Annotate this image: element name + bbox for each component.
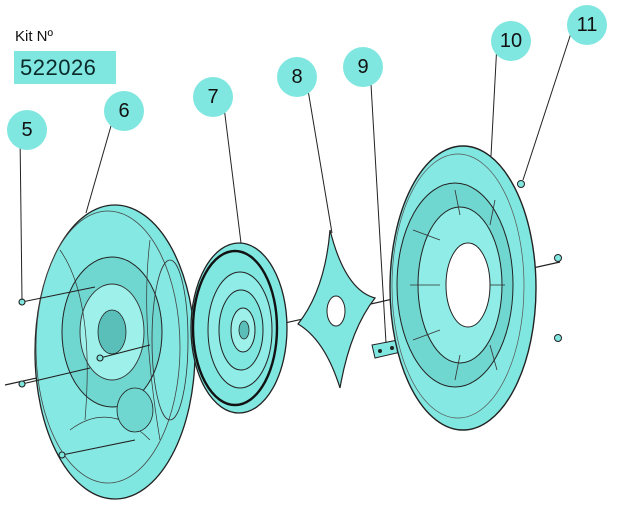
leader-lines xyxy=(19,26,574,344)
callout-10-label: 10 xyxy=(499,29,523,52)
callout-10[interactable]: 10 xyxy=(491,21,531,61)
callout-11[interactable]: 11 xyxy=(567,5,607,45)
callout-8-label: 8 xyxy=(291,65,303,88)
part-7-spiral-spring[interactable] xyxy=(190,242,288,414)
kit-number-badge: 522026 xyxy=(14,51,116,84)
callout-5-label: 5 xyxy=(21,118,33,141)
kit-label: Kit Nº xyxy=(15,28,53,45)
callout-9-label: 9 xyxy=(357,55,369,78)
callout-7[interactable]: 7 xyxy=(193,77,233,117)
kit-number: 522026 xyxy=(20,54,97,80)
callout-6-label: 6 xyxy=(118,99,130,122)
part-11-nuts[interactable] xyxy=(517,180,562,342)
part-6-front-flange[interactable] xyxy=(34,204,196,500)
callout-8[interactable]: 8 xyxy=(277,57,317,97)
callout-9[interactable]: 9 xyxy=(343,47,383,87)
part-8-gasket-plate[interactable] xyxy=(297,229,377,389)
callout-5[interactable]: 5 xyxy=(7,110,47,150)
part-10-rear-housing[interactable] xyxy=(389,145,537,431)
part-9-bracket[interactable] xyxy=(371,339,402,359)
callout-11-label: 11 xyxy=(576,13,598,36)
callout-7-label: 7 xyxy=(207,85,219,108)
callout-6[interactable]: 6 xyxy=(104,91,144,131)
part-5-bolts[interactable] xyxy=(18,286,151,459)
